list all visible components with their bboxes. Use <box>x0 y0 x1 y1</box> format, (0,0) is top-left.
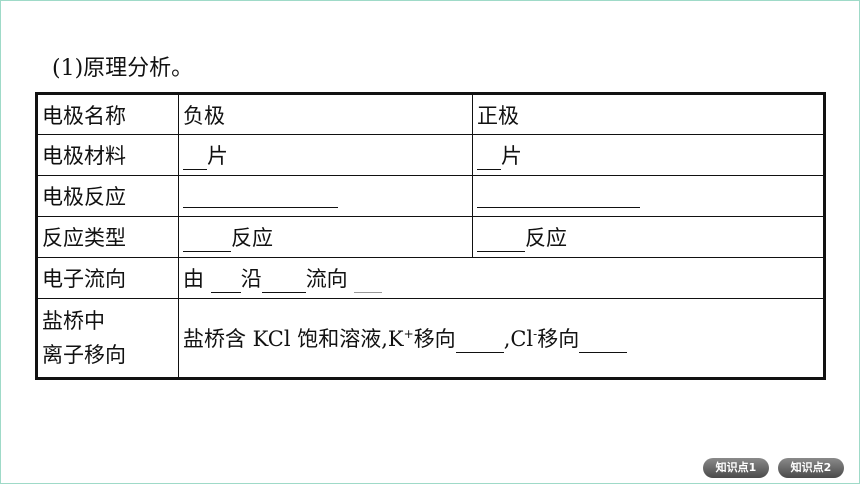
blank-line <box>477 187 640 208</box>
blank-line <box>455 332 504 353</box>
cell-material-right: 片 <box>472 134 825 176</box>
blank-line <box>183 231 231 252</box>
flow-text-from: 由 <box>183 267 204 291</box>
principle-table: 电极名称 负极 正极 电极材料 片 片 电极反应 反应类型 反应 反应 电子流向… <box>35 92 826 380</box>
flow-text-along: 沿 <box>240 267 262 291</box>
blank-line <box>477 149 501 170</box>
cell-type-left: 反应 <box>178 216 473 258</box>
label-salt-bridge: 盐桥中 离子移向 <box>36 298 179 379</box>
cell-negative: 负极 <box>178 93 473 135</box>
table-row: 电子流向 由 沿 流向 <box>36 257 825 299</box>
section-heading: (1)原理分析。 <box>52 56 194 81</box>
suffix-text: 反应 <box>231 226 273 250</box>
blank-line <box>210 272 241 293</box>
suffix-text: 反应 <box>525 226 567 250</box>
nav-button-knowledge-1[interactable]: 知识点1 <box>703 458 769 478</box>
table-row: 盐桥中 离子移向 盐桥含 KCl 饱和溶液,K+移向,Cl-移向 <box>36 298 825 379</box>
blank-line <box>183 149 207 170</box>
flow-text-to: 流向 <box>305 267 348 291</box>
cell-electron-flow: 由 沿 流向 <box>178 257 825 299</box>
suffix-text: 片 <box>501 144 522 168</box>
label-line: 离子移向 <box>42 343 126 367</box>
label-electrode-material: 电极材料 <box>36 134 179 176</box>
table-row: 反应类型 反应 反应 <box>36 216 825 258</box>
label-electrode-reaction: 电极反应 <box>36 175 179 217</box>
cell-reaction-right <box>472 175 825 217</box>
cell-reaction-left <box>178 175 473 217</box>
cell-salt-bridge: 盐桥含 KCl 饱和溶液,K+移向,Cl-移向 <box>178 298 825 379</box>
blank-line <box>579 332 628 353</box>
table-row: 电极材料 片 片 <box>36 134 825 176</box>
blank-line <box>477 231 525 252</box>
label-line: 盐桥中 <box>42 309 105 333</box>
cell-material-left: 片 <box>178 134 473 176</box>
bridge-text: 盐桥含 KCl 饱和溶液,K <box>183 327 404 351</box>
table-row: 电极反应 <box>36 175 825 217</box>
bridge-text: 移向 <box>413 327 456 351</box>
label-electron-flow: 电子流向 <box>36 257 179 299</box>
cell-positive: 正极 <box>472 93 825 135</box>
cell-type-right: 反应 <box>472 216 825 258</box>
blank-line <box>354 272 383 293</box>
bridge-text: ,Cl <box>503 327 534 351</box>
bridge-text: 移向 <box>537 327 580 351</box>
label-electrode-name: 电极名称 <box>36 93 179 135</box>
superscript: - <box>533 327 538 341</box>
table-row: 电极名称 负极 正极 <box>36 93 825 135</box>
label-reaction-type: 反应类型 <box>36 216 179 258</box>
blank-line <box>261 272 306 293</box>
blank-line <box>183 187 338 208</box>
suffix-text: 片 <box>207 144 228 168</box>
nav-button-knowledge-2[interactable]: 知识点2 <box>778 458 844 478</box>
superscript: + <box>403 327 414 341</box>
